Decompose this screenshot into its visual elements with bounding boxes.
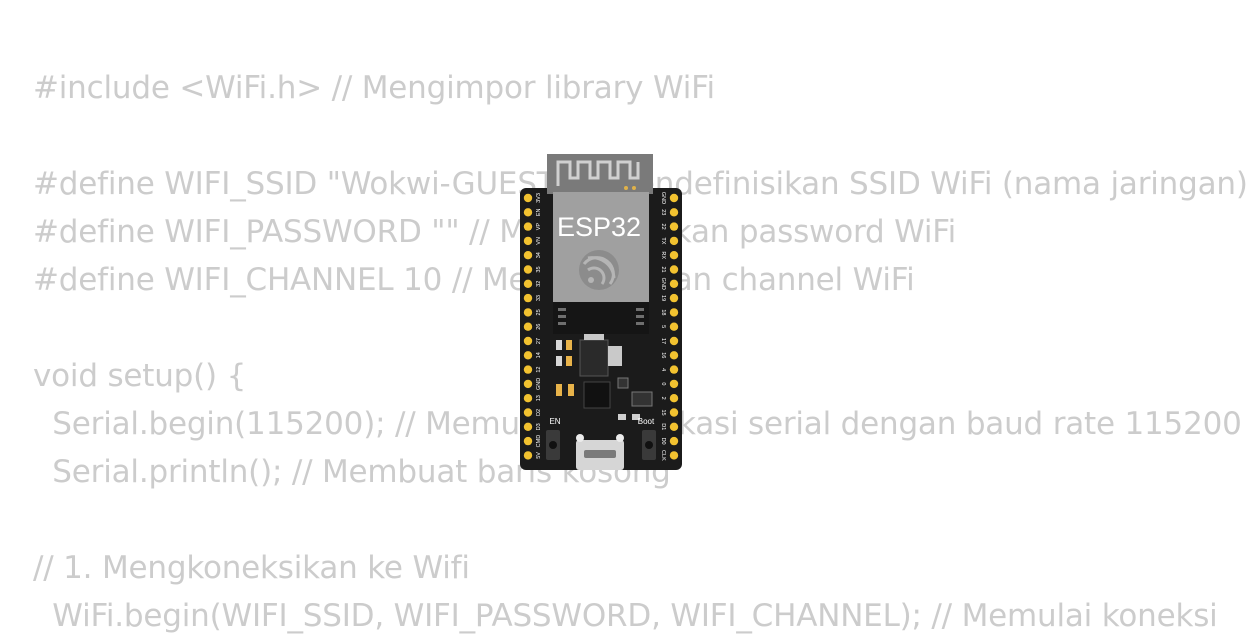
code-line: #define WIFI_PASSWORD "" // Mendefinisik…: [33, 214, 957, 250]
right-header-pin[interactable]: [669, 365, 679, 374]
left-pin-label: EN: [536, 208, 542, 216]
right-header-pin[interactable]: [669, 251, 679, 260]
right-pin-label: 0: [660, 382, 666, 385]
code-line: #define WIFI_CHANNEL 10 // Mendefinisika…: [33, 262, 915, 298]
right-header-pin[interactable]: [669, 308, 679, 317]
right-header-pin[interactable]: [669, 394, 679, 403]
antenna-trace-icon: [556, 160, 640, 186]
right-header-pin[interactable]: [669, 422, 679, 431]
right-pin-label: D0: [660, 438, 666, 445]
right-header-pin[interactable]: [669, 436, 679, 446]
right-pin-label: 16: [660, 352, 666, 358]
right-header-pin[interactable]: [669, 208, 679, 217]
code-line: #define WIFI_SSID "Wokwi-GUEST" // Mende…: [33, 166, 1248, 202]
right-header-pin[interactable]: [669, 351, 679, 360]
left-pin-label: 26: [536, 324, 542, 330]
left-pin-label: 33: [536, 295, 542, 301]
right-pin-label: 23: [660, 209, 666, 215]
right-pin-label: TX: [660, 237, 666, 244]
boot-label: Boot: [638, 417, 655, 426]
left-pin-label: CMD: [536, 435, 542, 448]
code-line: #include <WiFi.h> // Mengimpor library W…: [33, 70, 715, 106]
right-pin-label: GND: [660, 278, 666, 290]
antenna-pad-icon: [624, 186, 628, 190]
left-header-pin[interactable]: [523, 251, 533, 260]
module-label: ESP32: [557, 212, 641, 242]
left-pin-label: 13: [536, 395, 542, 401]
left-header-pin[interactable]: [523, 222, 533, 231]
code-line: void setup() {: [33, 358, 247, 394]
right-header-pin[interactable]: [669, 265, 679, 274]
right-pin-label: 4: [660, 368, 666, 371]
left-header-pin[interactable]: [523, 322, 533, 331]
right-header-pin[interactable]: [669, 222, 679, 231]
left-pin-label: 32: [536, 281, 542, 287]
left-pin-label: VP: [536, 223, 542, 231]
right-pin-label: 5: [660, 325, 666, 328]
right-pin-label: D1: [660, 423, 666, 430]
right-header-pin[interactable]: [669, 451, 679, 460]
left-pin-label: GND: [536, 378, 542, 390]
left-header-pin[interactable]: [523, 408, 533, 417]
right-header-pin[interactable]: [669, 408, 679, 417]
left-header-pin[interactable]: [523, 308, 533, 317]
smd-components: [556, 334, 653, 420]
right-pin-label: RX: [660, 251, 666, 259]
left-header-pin[interactable]: [523, 379, 533, 389]
right-header-pin[interactable]: [669, 379, 679, 389]
right-pin-label: 18: [660, 309, 666, 315]
code-line: // 1. Mengkoneksikan ke Wifi: [33, 550, 470, 586]
left-header-pin[interactable]: [523, 451, 533, 460]
left-header-pin[interactable]: [523, 193, 533, 203]
left-header-pin[interactable]: [523, 422, 533, 431]
boot-button-cap-icon: [645, 441, 653, 449]
esp32-devkit-board[interactable]: ESP32: [518, 152, 684, 472]
right-pin-label: GND: [660, 192, 666, 204]
left-pin-label: 27: [536, 338, 542, 344]
left-header-pin[interactable]: [523, 351, 533, 360]
right-pin-label: 17: [660, 338, 666, 344]
left-pin-label: 3V3: [536, 193, 542, 203]
left-pin-label: VN: [536, 237, 542, 245]
left-pin-label: D2: [536, 409, 542, 416]
left-pin-label: 12: [536, 367, 542, 373]
usb-opening-icon: [584, 450, 616, 458]
right-pin-label: 15: [660, 409, 666, 415]
left-header-pin[interactable]: [523, 336, 533, 346]
left-header-pin[interactable]: [523, 236, 533, 246]
right-header-pin[interactable]: [669, 236, 679, 246]
left-header-pin[interactable]: [523, 293, 533, 303]
en-label: EN: [549, 417, 560, 426]
left-header-pin[interactable]: [523, 394, 533, 403]
antenna-pad-icon: [632, 186, 636, 190]
left-header-pin[interactable]: [523, 265, 533, 274]
left-pin-label: 34: [536, 252, 542, 258]
module-pads: [553, 302, 649, 334]
left-header-pin[interactable]: [523, 208, 533, 217]
left-pin-label: 35: [536, 266, 542, 272]
right-pin-label: CLK: [660, 450, 666, 461]
left-header-pin[interactable]: [523, 436, 533, 446]
right-header-pin[interactable]: [669, 293, 679, 303]
right-pin-label: 2: [660, 397, 666, 400]
right-header-pin[interactable]: [669, 322, 679, 331]
en-button-cap-icon: [549, 441, 557, 449]
espressif-logo-icon: [579, 250, 619, 290]
right-header-pin[interactable]: [669, 279, 679, 288]
left-pin-label: 25: [536, 309, 542, 315]
right-pin-label: 22: [660, 224, 666, 230]
right-pin-label: 21: [660, 266, 666, 272]
left-pin-label: D3: [536, 423, 542, 430]
left-pin-label: 14: [536, 352, 542, 358]
right-header-pin[interactable]: [669, 336, 679, 346]
right-pin-label: 19: [660, 295, 666, 301]
left-header-pin[interactable]: [523, 279, 533, 288]
left-header-pin[interactable]: [523, 365, 533, 374]
left-pin-label: 5V: [536, 452, 542, 459]
right-header-pin[interactable]: [669, 193, 679, 203]
code-line: WiFi.begin(WIFI_SSID, WIFI_PASSWORD, WIF…: [33, 598, 1218, 634]
